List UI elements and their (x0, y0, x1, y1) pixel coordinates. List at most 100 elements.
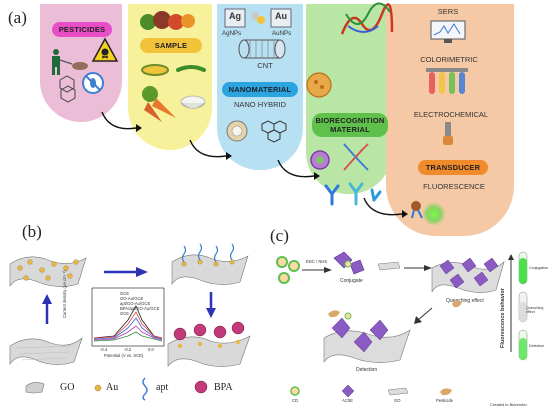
dpv-legend-1: GCE (120, 291, 130, 296)
legend-cd-icon (290, 386, 300, 396)
legend-go-label: GO (60, 382, 75, 393)
quenching-label: Quenching effect (446, 298, 484, 304)
edc-nhs-label: EDC / NHS (306, 259, 328, 264)
cd-dots-group (276, 256, 300, 284)
quenching-sheet (431, 257, 505, 293)
nanohybrid-label: NANO HYBRID (233, 100, 287, 109)
au-tile-label: Au (275, 11, 287, 21)
legend-ache-icon (341, 384, 355, 398)
antibody-icon (324, 182, 382, 206)
conjugate-label: Conjugate (340, 278, 363, 284)
dpv-legend-4: BPA/apt/GO-Au/GCE (120, 306, 160, 311)
tube-conjugation (518, 251, 528, 285)
legend-go-icon (25, 382, 45, 394)
electrode-icon (443, 122, 453, 145)
test-tubes-icon (426, 68, 468, 94)
dpv-xtick-1: -0.4 (100, 347, 108, 352)
legend-pesticide-icon (440, 388, 452, 396)
arrow-edc-nhs (302, 267, 332, 273)
dpv-legend-5: GCE (120, 311, 130, 316)
arrow-pesticides-to-sample (101, 111, 142, 132)
dna-icon (343, 143, 369, 171)
hazard-icon (91, 37, 119, 62)
conjugate-icon (333, 251, 365, 275)
corn-icon (141, 64, 169, 76)
nanomaterial-pill: NANOMATERIAL (222, 82, 298, 97)
legend-apt-icon (142, 377, 148, 401)
ag-tile-label: Ag (229, 11, 241, 21)
nanoparticle-cluster-icon (251, 12, 265, 24)
arrow-nanomaterial-to-bio (277, 159, 320, 180)
legend-bpa-icon (194, 380, 208, 394)
dpv-legend-3: apt/GO-Au/GCE (120, 301, 151, 306)
legend-ache-label: AChE (342, 398, 353, 403)
sprayer-person-icon (52, 49, 88, 75)
dpv-curve-2 (93, 311, 163, 339)
dpv-curve-3 (93, 317, 163, 340)
graphene-lattice-icon (261, 120, 287, 143)
dpv-plot (91, 287, 165, 347)
ag-tile-icon (224, 8, 246, 28)
colorimetric-label: COLORIMETRIC (420, 55, 478, 64)
sample-pill: SAMPLE (140, 38, 202, 53)
sers-label: SERS (437, 7, 459, 16)
dpv-ylabel: Current density (µA cm⁻²) (62, 270, 67, 318)
fluorescence-label: FLUORESCENCE (423, 182, 485, 191)
molecule-structure-icon (59, 75, 76, 103)
fruits-vegetables-icon (140, 11, 195, 30)
au-tile-icon (270, 8, 292, 28)
dpv-xtick-3: 0.0 (148, 347, 154, 352)
go-au-sheet-top-left (9, 256, 87, 287)
arrow-to-detection (414, 307, 433, 324)
panel-b-letter: (b) (22, 222, 42, 241)
no-bug-icon (82, 72, 104, 94)
virus-icon (310, 150, 330, 170)
go-sheet-c-small (377, 261, 401, 271)
legend-bpa-label: BPA (214, 382, 233, 393)
go-au-apt-bpa-sheet (167, 321, 251, 367)
tube-quenching (518, 291, 528, 323)
detection-sheet (323, 310, 411, 363)
transducer-pill: TRANSDUCER (418, 160, 488, 175)
cell-icon (306, 72, 332, 98)
detection-label: Detection (356, 367, 378, 373)
core-shell-particle-icon (226, 120, 248, 142)
biorender-credit: Created in Biorender (490, 402, 527, 407)
sample-column (128, 4, 212, 150)
tube-label-detection: Detection (529, 344, 545, 348)
pesticide-blob (452, 300, 462, 308)
pesticides-pill: PESTICIDES (52, 22, 112, 37)
tube-detection (518, 329, 528, 361)
dpv-curve-4 (93, 325, 163, 341)
rice-bowl-icon (180, 95, 206, 109)
arrow-right-b (104, 267, 148, 277)
fluorescent-glow-icon (411, 201, 446, 226)
tube-label-conjugation: Conjugation (529, 266, 549, 270)
panel-a-letter: (a) (8, 8, 27, 27)
arrow-bio-to-transducer (363, 197, 408, 218)
dpv-xlabel: Potential (V vs. SCE) (104, 353, 144, 358)
legend-pesticide-label: Pesticide (436, 398, 453, 403)
arrow-down-b (206, 292, 216, 318)
go-au-apt-sheet (171, 243, 249, 285)
carrots-vegetables-icon (142, 86, 176, 122)
arrow-sample-to-nanomaterial (189, 139, 232, 160)
legend-cd-label: CD (292, 398, 299, 403)
fluorescence-behavior-axis-label: Fluorescence behavior (500, 288, 506, 348)
aunps-label: AuNPs (272, 30, 292, 37)
arrow-to-quenching (404, 265, 432, 271)
dpv-curve-5 (93, 331, 163, 342)
fluorescence-arrow (508, 254, 514, 352)
electrochemical-label: ELECTROCHEMICAL (413, 110, 489, 119)
panel-c-letter: (c) (270, 226, 289, 245)
cnt-label: CNT (257, 61, 273, 70)
legend-au-label: Au (106, 382, 119, 393)
tube-label-quenching: Quenching effect (526, 306, 544, 314)
protein-structure-icon (340, 2, 394, 35)
legend-apt-label: apt (156, 382, 169, 393)
legend-go-c-label: GO (394, 398, 401, 403)
cnt-tube-icon (238, 39, 286, 59)
spectrum-monitor-icon (430, 20, 466, 43)
dpv-legend-2: GO-Au/GCE (120, 296, 144, 301)
dpv-xtick-2: -0.2 (124, 347, 132, 352)
